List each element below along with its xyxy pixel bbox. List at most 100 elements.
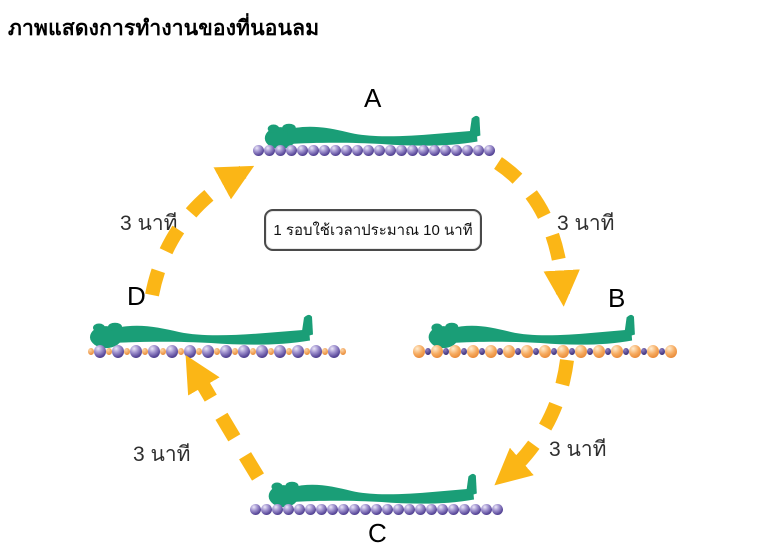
cycle-duration-text: 1 รอบใช้เวลาประมาณ 10 นาที	[273, 222, 473, 239]
air-cell	[297, 145, 308, 156]
air-cell	[253, 145, 264, 156]
air-cell	[485, 345, 497, 358]
air-cell	[319, 145, 330, 156]
air-cell	[515, 348, 521, 355]
air-cell	[557, 345, 569, 358]
air-cell	[341, 145, 352, 156]
air-cell	[250, 348, 256, 355]
air-cell	[396, 145, 407, 156]
air-cell	[327, 504, 338, 515]
air-cell	[308, 145, 319, 156]
air-cell	[492, 504, 503, 515]
air-cell	[220, 345, 232, 358]
air-cell	[497, 348, 503, 355]
air-cell	[481, 504, 492, 515]
air-cell	[275, 145, 286, 156]
air-cell	[539, 345, 551, 358]
air-cell	[106, 348, 112, 355]
air-cell	[272, 504, 283, 515]
air-cell	[415, 504, 426, 515]
air-cell	[264, 145, 275, 156]
air-cell	[461, 348, 467, 355]
air-cell	[459, 504, 470, 515]
air-cell	[426, 504, 437, 515]
minutes-label-a-to-b: 3 นาที	[557, 212, 615, 235]
air-cell	[587, 348, 593, 355]
air-cell	[202, 345, 214, 358]
air-cell	[304, 348, 310, 355]
air-cell	[256, 345, 268, 358]
air-cell	[533, 348, 539, 355]
air-cell	[440, 145, 451, 156]
air-cells-row-b	[413, 345, 677, 358]
air-cell	[629, 345, 641, 358]
air-cell	[363, 145, 374, 156]
air-cell	[94, 345, 106, 358]
air-cell	[429, 145, 440, 156]
air-cell	[647, 345, 659, 358]
air-cell	[593, 345, 605, 358]
air-cells-row-d	[88, 345, 346, 358]
air-cell	[470, 504, 481, 515]
air-cell	[448, 504, 459, 515]
air-cell	[349, 504, 360, 515]
air-cell	[385, 145, 396, 156]
air-cell	[404, 504, 415, 515]
air-cell	[292, 345, 304, 358]
lying-person-icon	[268, 473, 477, 508]
air-cell	[238, 345, 250, 358]
air-cell	[130, 345, 142, 358]
patient-figure-c	[264, 469, 488, 513]
air-cell	[443, 348, 449, 355]
air-cell	[473, 145, 484, 156]
air-cell	[316, 504, 327, 515]
air-cell	[605, 348, 611, 355]
patient-figure-d	[85, 310, 325, 354]
air-cell	[569, 348, 575, 355]
air-cell	[286, 145, 297, 156]
air-cell	[437, 504, 448, 515]
air-cell	[330, 145, 341, 156]
air-cell	[142, 348, 148, 355]
air-cell	[250, 504, 261, 515]
station-d: D	[85, 281, 346, 363]
air-cell	[310, 345, 322, 358]
air-cell	[521, 345, 533, 358]
air-cells-row-c	[250, 504, 503, 515]
air-cell	[503, 345, 515, 358]
air-cell	[283, 504, 294, 515]
air-cell	[160, 348, 166, 355]
air-cell	[178, 348, 184, 355]
air-cell	[88, 348, 94, 355]
air-cell	[641, 348, 647, 355]
air-cells-row-a	[253, 145, 495, 156]
air-cell	[232, 348, 238, 355]
minutes-label-d-to-a: 3 นาที	[120, 212, 178, 235]
air-cell	[611, 345, 623, 358]
station-b-label: B	[608, 283, 626, 313]
minutes-label-b-to-c: 3 นาที	[549, 438, 607, 461]
air-cell	[382, 504, 393, 515]
air-cell	[371, 504, 382, 515]
lying-person-icon	[90, 314, 313, 349]
air-cell	[214, 348, 220, 355]
air-cell	[360, 504, 371, 515]
air-cell	[449, 345, 461, 358]
station-d-label: D	[127, 281, 146, 311]
air-cell	[274, 345, 286, 358]
lying-person-icon	[264, 115, 481, 150]
air-cell	[467, 345, 479, 358]
diagram-title: ภาพแสดงการทำงานของที่นอนลม	[8, 17, 320, 40]
air-cell	[305, 504, 316, 515]
air-cell	[148, 345, 160, 358]
air-cell	[340, 348, 346, 355]
air-cell	[659, 348, 665, 355]
air-cell	[418, 145, 429, 156]
station-c-label: C	[368, 518, 387, 548]
air-cell	[112, 345, 124, 358]
air-cell	[431, 345, 443, 358]
air-cell	[451, 145, 462, 156]
air-cell	[328, 345, 340, 358]
air-cell	[551, 348, 557, 355]
